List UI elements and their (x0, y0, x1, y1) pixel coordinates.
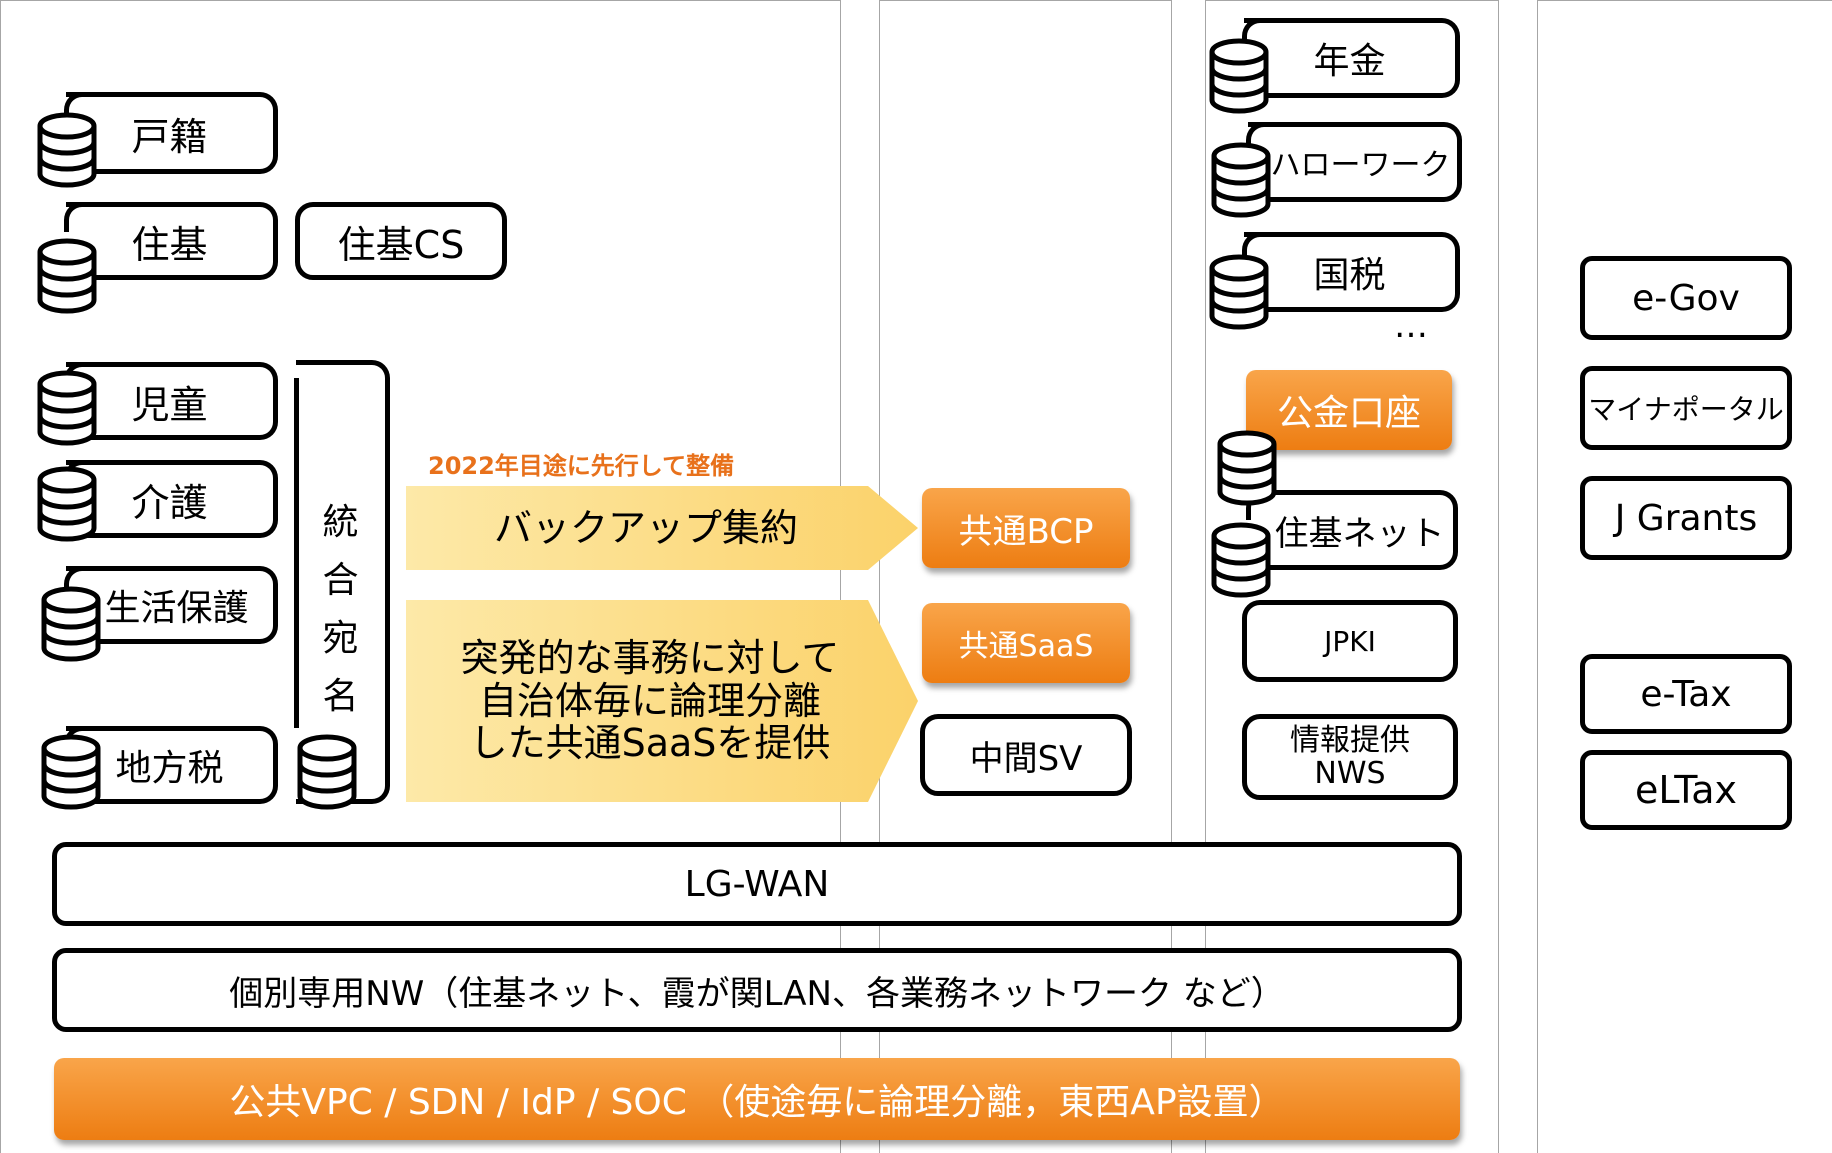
system-joho-teikyo-nws[interactable]: 情報提供 NWS (1242, 714, 1458, 800)
database-icon (40, 734, 102, 810)
system-seikatsu-hogo[interactable]: 生活保護 (64, 566, 278, 644)
kokin-koza[interactable]: 公金口座 (1246, 370, 1452, 450)
system-chihozei[interactable]: 地方税 (64, 726, 278, 804)
database-icon (1210, 142, 1272, 218)
portal-eltax[interactable]: eLTax (1580, 750, 1792, 830)
system-jpki[interactable]: JPKI (1242, 600, 1458, 682)
network-kobetsu[interactable]: 個別専用NW（住基ネット、霞が関LAN、各業務ネットワーク など） (52, 948, 1462, 1032)
system-juki[interactable]: 住基 (64, 202, 278, 280)
network-lgwan[interactable]: LG-WAN (52, 842, 1462, 926)
saas-arrow-line: した共通SaaSを提供 (469, 721, 831, 766)
saas-arrow-line: 突発的な事務に対して (460, 636, 840, 681)
togo-atena-char: 名 (322, 676, 359, 717)
network-kokyo-vpc[interactable]: 公共VPC / SDN / IdP / SOC （使途毎に論理分離，東西AP設置… (54, 1058, 1460, 1140)
ellipsis: … (1394, 306, 1430, 346)
portal-mynaportal[interactable]: マイナポータル (1580, 366, 1792, 450)
database-icon (1216, 430, 1278, 506)
backup-arrow-shape (406, 486, 918, 570)
system-hello-work[interactable]: ハローワーク (1246, 122, 1462, 202)
system-kokuzei[interactable]: 国税 (1242, 232, 1460, 312)
system-togo-atena[interactable]: 統 合 宛 名 (296, 360, 390, 804)
saas-arrow-label: 突発的な事務に対して 自治体毎に論理分離 した共通SaaSを提供 (406, 600, 894, 802)
saas-arrow-line: 自治体毎に論理分離 (478, 678, 821, 723)
common-infra-column (879, 0, 1172, 1153)
system-nenkin[interactable]: 年金 (1242, 18, 1460, 98)
system-juki-net[interactable]: 住基ネット (1246, 490, 1458, 570)
database-icon (36, 238, 98, 314)
database-icon (36, 466, 98, 542)
database-icon (36, 112, 98, 188)
local-government-column (0, 0, 841, 1153)
database-icon (1208, 254, 1270, 330)
system-juki-cs[interactable]: 住基CS (295, 202, 507, 280)
portal-egov[interactable]: e-Gov (1580, 256, 1792, 340)
portal-jgrants[interactable]: J Grants (1580, 476, 1792, 560)
kyotsu-bcp[interactable]: 共通BCP (922, 488, 1130, 568)
togo-atena-char: 宛 (322, 618, 359, 659)
database-icon (36, 370, 98, 446)
portal-etax[interactable]: e-Tax (1580, 654, 1792, 734)
kyotsu-saas[interactable]: 共通SaaS (922, 603, 1130, 683)
togo-atena-char: 合 (322, 560, 359, 601)
chukan-sv[interactable]: 中間SV (920, 714, 1132, 796)
backup-note: 2022年目途に先行して整備 (428, 452, 735, 480)
joho-teikyo-line: NWS (1314, 756, 1386, 791)
togo-atena-left-line (294, 378, 299, 728)
database-icon (40, 586, 102, 662)
backup-arrow-label: バックアップ集約 (493, 505, 798, 550)
database-icon (296, 734, 358, 810)
database-icon (1210, 522, 1272, 598)
national-systems-column (1205, 0, 1499, 1153)
portal-column (1537, 0, 1832, 1153)
saas-arrow-shape (406, 600, 918, 802)
joho-teikyo-line: 情報提供 (1290, 723, 1410, 758)
togo-atena-char: 統 (322, 502, 359, 543)
database-icon (1208, 38, 1270, 114)
system-koseki[interactable]: 戸籍 (64, 92, 278, 174)
